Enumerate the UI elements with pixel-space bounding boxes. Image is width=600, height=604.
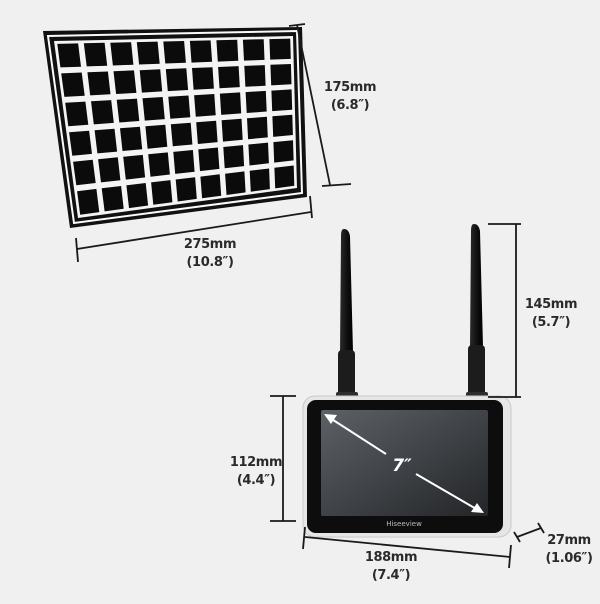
solar-cell <box>148 152 170 177</box>
monitor-depth-label: 27mm (1.06″) <box>540 532 598 568</box>
antenna-height-label: 145mm (5.7″) <box>521 296 581 332</box>
panel-width-dimension <box>75 195 313 263</box>
solar-cell <box>61 72 85 97</box>
monitor-width-label: 188mm (7.4″) <box>361 549 421 585</box>
solar-cell <box>65 101 89 127</box>
solar-cell <box>248 142 269 166</box>
solar-cell <box>142 97 165 121</box>
solar-cell <box>116 98 140 123</box>
solar-panel <box>43 27 307 228</box>
solar-cell <box>163 41 186 64</box>
solar-cell <box>126 183 149 209</box>
monitor-height-in: (4.4″) <box>236 473 276 488</box>
solar-cell <box>272 114 293 137</box>
panel-height-dimension <box>288 23 352 187</box>
solar-cell <box>139 69 163 93</box>
antenna-left <box>336 229 358 401</box>
panel-width-mm: 275mm <box>183 237 237 252</box>
solar-cell <box>123 154 146 180</box>
solar-cell <box>273 140 294 163</box>
solar-cell <box>175 177 197 202</box>
solar-cell <box>216 39 239 62</box>
monitor: 7″ Hiseeview <box>302 224 512 538</box>
solar-cell <box>223 145 245 169</box>
solar-cell <box>73 159 96 186</box>
panel-width-in: (10.8″) <box>186 255 234 270</box>
solar-cell <box>57 43 81 68</box>
solar-cell <box>274 165 295 189</box>
solar-cell <box>198 147 220 172</box>
solar-cell <box>225 171 246 195</box>
solar-cell <box>270 64 292 86</box>
panel-height-label: 175mm (6.8″) <box>320 79 380 115</box>
monitor-screen <box>321 410 488 516</box>
panel-height-in: (6.8″) <box>330 98 370 113</box>
solar-cell <box>151 180 173 205</box>
solar-cell <box>145 124 168 149</box>
solar-cell <box>101 186 124 212</box>
solar-cell <box>271 89 293 112</box>
monitor-width-in: (7.4″) <box>371 568 411 583</box>
solar-cell <box>168 95 191 119</box>
panel-height-mm: 175mm <box>323 80 377 95</box>
solar-cell <box>98 157 121 183</box>
solar-cell <box>83 42 108 67</box>
solar-cell <box>247 116 268 140</box>
monitor-height-label: 112mm (4.4″) <box>226 454 286 490</box>
solar-cell <box>110 42 134 66</box>
monitor-depth-mm: 27mm <box>547 533 591 548</box>
solar-cell <box>69 130 92 156</box>
monitor-width-dimension <box>302 526 512 569</box>
screen-diagonal-arrow <box>324 414 484 513</box>
solar-cell <box>269 38 291 60</box>
monitor-depth-dimension <box>513 522 545 543</box>
monitor-width-mm: 188mm <box>364 550 418 565</box>
solar-cell <box>242 39 265 61</box>
monitor-height-dimension <box>270 395 296 522</box>
monitor-depth-in: (1.06″) <box>545 551 593 566</box>
solar-cell <box>87 71 111 96</box>
solar-cell <box>196 120 218 144</box>
solar-cell <box>94 128 118 154</box>
solar-cell <box>249 168 270 192</box>
antenna-height-dimension <box>488 223 521 398</box>
solar-cell <box>244 65 266 87</box>
solar-cell <box>136 41 160 65</box>
solar-cells <box>54 36 297 218</box>
solar-cell <box>192 67 214 90</box>
solar-cell <box>218 66 240 89</box>
solar-cell <box>194 94 216 117</box>
solar-cell <box>77 188 100 215</box>
brand-logo: Hiseeview <box>386 520 422 528</box>
monitor-height-mm: 112mm <box>229 455 283 470</box>
solar-cell <box>189 40 213 63</box>
solar-cell <box>170 122 193 147</box>
antenna-right <box>466 224 488 401</box>
solar-cell <box>113 70 137 94</box>
panel-width-label: 275mm (10.8″) <box>175 236 245 272</box>
solar-cell <box>245 90 267 113</box>
solar-cell <box>165 68 189 92</box>
antenna-height-in: (5.7″) <box>531 315 571 330</box>
solar-cell <box>219 92 242 115</box>
solar-cell <box>221 118 243 142</box>
solar-cell <box>120 126 143 151</box>
solar-cell <box>173 150 195 174</box>
solar-cell <box>91 100 114 125</box>
antenna-height-mm: 145mm <box>524 297 578 312</box>
screen-size-label: 7″ <box>392 456 412 476</box>
solar-panel-white-border <box>46 29 304 225</box>
solar-cell <box>200 174 222 199</box>
